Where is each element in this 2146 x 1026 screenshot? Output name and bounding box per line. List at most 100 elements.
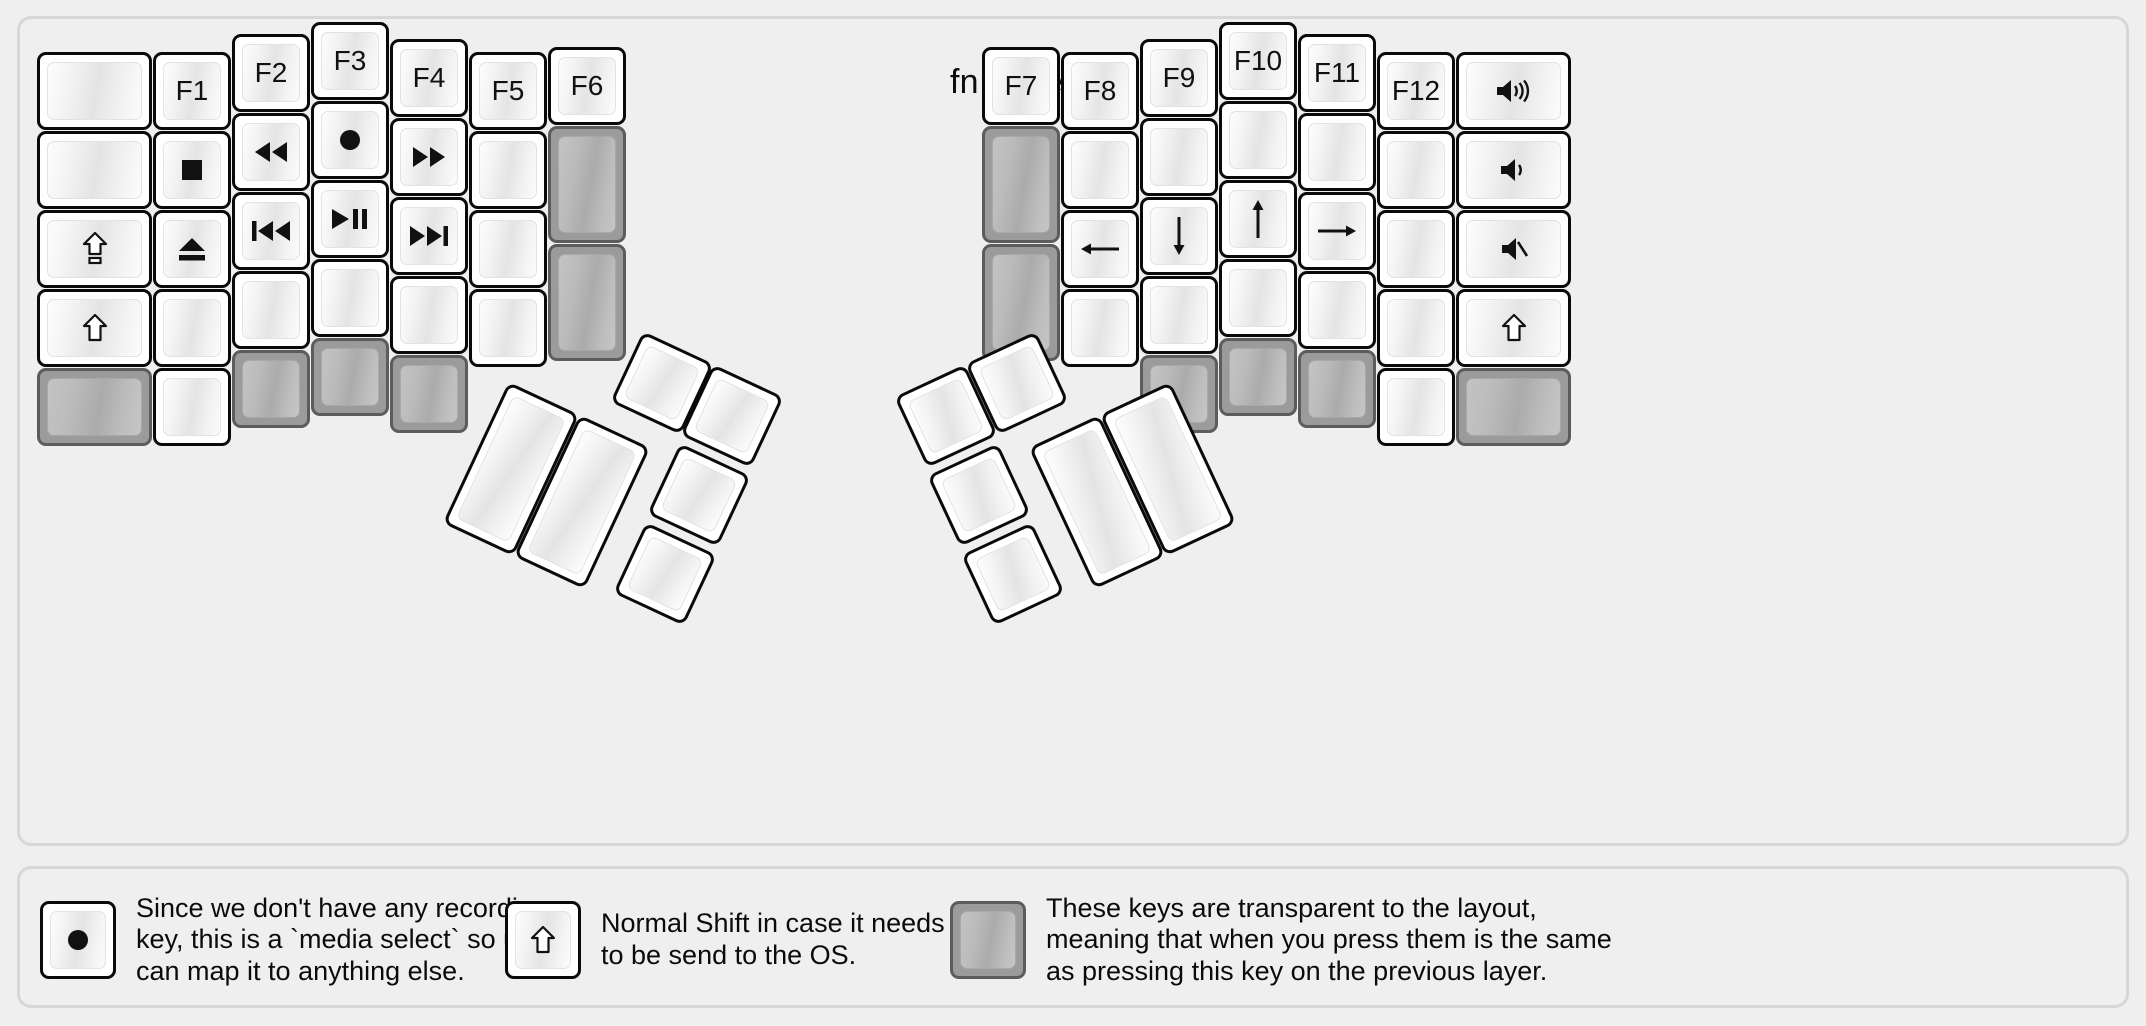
legend-item-transparent-key-note: These keys are transparent to the layout…: [950, 869, 1612, 1011]
col-index-inner-key-3[interactable]: [469, 210, 547, 288]
key-f7[interactable]: F7: [982, 47, 1060, 125]
legend-key-sample: [950, 901, 1026, 979]
keycap-surface: [1150, 128, 1208, 186]
key-f9[interactable]: F9: [1140, 39, 1218, 117]
col-r-pinky-key-5[interactable]: [1377, 368, 1455, 446]
col-index-inner-key-4[interactable]: [469, 289, 547, 367]
keycap-surface: [321, 269, 379, 327]
col-middle-key-4[interactable]: [311, 259, 389, 337]
key-volume-up[interactable]: [1456, 52, 1571, 130]
col-r-middle-key-2[interactable]: [1219, 101, 1297, 179]
key-arrow-right[interactable]: [1298, 192, 1376, 270]
key-caps-shift[interactable]: [37, 210, 152, 288]
key-f4[interactable]: F4: [390, 39, 468, 117]
col-r-ring-key-5[interactable]: [1298, 350, 1376, 428]
keycap-surface: [974, 535, 1052, 613]
col-index-inner-key-2[interactable]: [469, 131, 547, 209]
key-f1[interactable]: F1: [153, 52, 231, 130]
keycap-surface: [242, 44, 300, 102]
col-r-pinky-key-3[interactable]: [1377, 210, 1455, 288]
keycap-surface: [163, 378, 221, 436]
col-r-pinky-key-4[interactable]: [1377, 289, 1455, 367]
keycap-surface: [1229, 348, 1287, 406]
keycap-surface: [978, 344, 1056, 422]
col-r-pinky-key-2[interactable]: [1377, 131, 1455, 209]
col-r-index-inner-key-2[interactable]: [1061, 131, 1139, 209]
col-ring-key-4[interactable]: [232, 271, 310, 349]
key-arrow-down[interactable]: [1140, 197, 1218, 275]
col-r-middle-key-5[interactable]: [1219, 338, 1297, 416]
keycap-surface: [1466, 220, 1561, 278]
col-r-ring-key-2[interactable]: [1298, 113, 1376, 191]
col-r-pinky-outer-key-5[interactable]: [1456, 368, 1571, 446]
col-r-middle-key-4[interactable]: [1219, 259, 1297, 337]
col-ring-key-5[interactable]: [232, 350, 310, 428]
keycap-surface: [242, 123, 300, 181]
keycap-surface: [400, 286, 458, 344]
keycap-surface: [1150, 207, 1208, 265]
col-index-key-5[interactable]: [390, 355, 468, 433]
col-middle-key-5[interactable]: [311, 338, 389, 416]
col-pinky-outer-key-1[interactable]: [37, 52, 152, 130]
key-f10[interactable]: F10: [1219, 22, 1297, 100]
keycap-surface: [1308, 281, 1366, 339]
keycap-surface: [242, 360, 300, 418]
legend-description: These keys are transparent to the layout…: [1046, 892, 1612, 986]
col-r-index-key-2[interactable]: [1140, 118, 1218, 196]
keycap-surface: [47, 299, 142, 357]
keycap-surface: [992, 136, 1050, 233]
keycap-surface: [1229, 190, 1287, 248]
key-arrow-up[interactable]: [1219, 180, 1297, 258]
col-index-key-4[interactable]: [390, 276, 468, 354]
key-arrow-left[interactable]: [1061, 210, 1139, 288]
key-stop-square[interactable]: [153, 131, 231, 209]
legend-description: Normal Shift in case it needs to be send…: [601, 908, 945, 970]
keycap-surface: [1387, 141, 1445, 199]
key-f11[interactable]: F11: [1298, 34, 1376, 112]
keycap-surface: [321, 348, 379, 406]
keycap-surface: [400, 207, 458, 265]
col-pinky-key-4[interactable]: [153, 289, 231, 367]
col-r-index-inner-key-4[interactable]: [1061, 289, 1139, 367]
key-fast-forward[interactable]: [390, 118, 468, 196]
key-play-pause[interactable]: [311, 180, 389, 258]
col-pinky-key-5[interactable]: [153, 368, 231, 446]
keycap-surface: [626, 535, 704, 613]
col-pinky-outer-key-5[interactable]: [37, 368, 152, 446]
key-prev-track[interactable]: [232, 192, 310, 270]
col-r-inner-key-2[interactable]: [982, 126, 1060, 243]
key-next-track[interactable]: [390, 197, 468, 275]
keycap-surface: [479, 62, 537, 120]
key-f3[interactable]: F3: [311, 22, 389, 100]
keycap-surface: [1387, 299, 1445, 357]
key-f12[interactable]: F12: [1377, 52, 1455, 130]
keycap-surface: [1071, 141, 1129, 199]
key-f5[interactable]: F5: [469, 52, 547, 130]
key-shift-arrow[interactable]: [1456, 289, 1571, 367]
col-r-ring-key-4[interactable]: [1298, 271, 1376, 349]
keycap-surface: [1071, 299, 1129, 357]
key-f6[interactable]: F6: [548, 47, 626, 125]
col-pinky-outer-key-2[interactable]: [37, 131, 152, 209]
key-f8[interactable]: F8: [1061, 52, 1139, 130]
keycap-surface: [1466, 378, 1561, 436]
col-inner-key-2[interactable]: [548, 126, 626, 243]
key-record-circle[interactable]: [311, 101, 389, 179]
keycap-surface: [47, 378, 142, 436]
keycap-surface: [321, 111, 379, 169]
key-rewind[interactable]: [232, 113, 310, 191]
keycap-surface: [400, 128, 458, 186]
key-eject[interactable]: [153, 210, 231, 288]
keycap-surface: [1308, 44, 1366, 102]
col-inner-key-3[interactable]: [548, 244, 626, 361]
keycap-surface: [1229, 111, 1287, 169]
key-volume-mute[interactable]: [1456, 210, 1571, 288]
col-r-index-key-4[interactable]: [1140, 276, 1218, 354]
keycap-surface: [321, 190, 379, 248]
keycap-surface: [693, 377, 771, 455]
key-volume-down[interactable]: [1456, 131, 1571, 209]
key-f2[interactable]: F2: [232, 34, 310, 112]
key-shift-arrow[interactable]: [37, 289, 152, 367]
